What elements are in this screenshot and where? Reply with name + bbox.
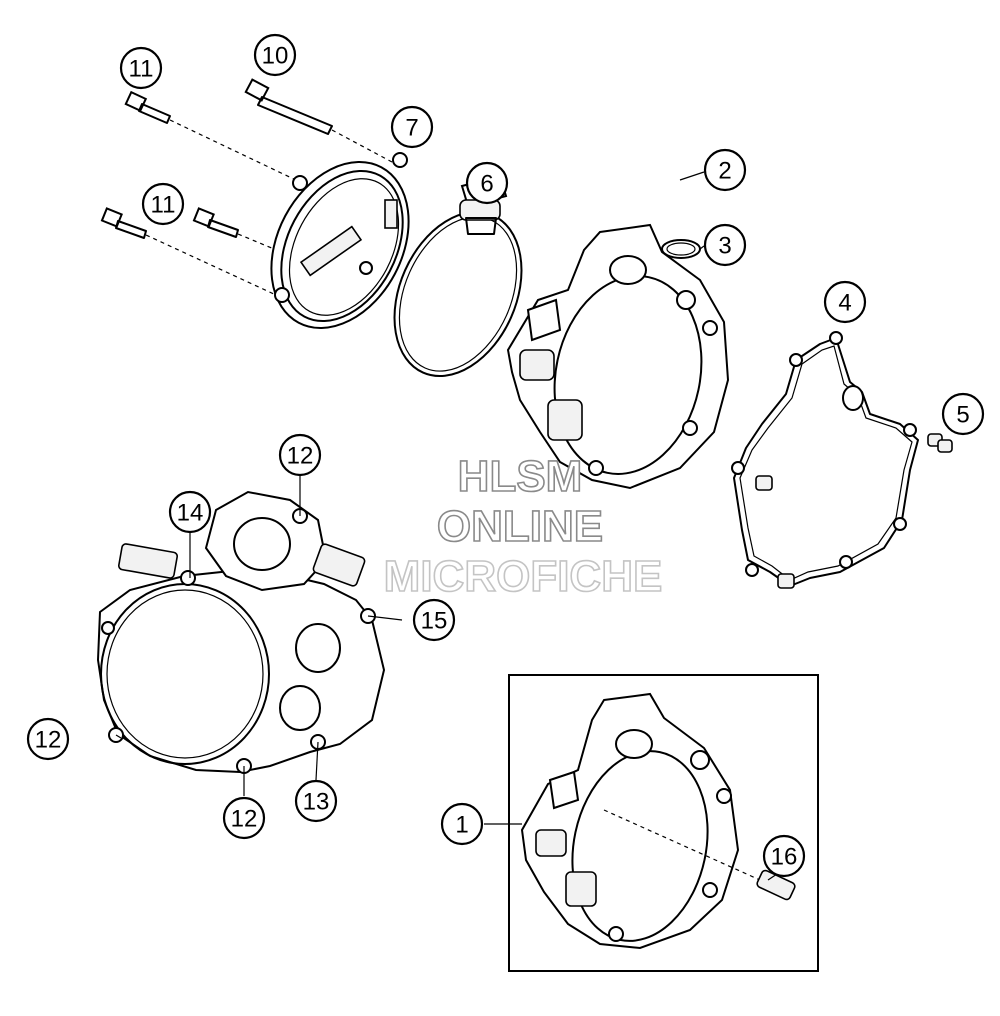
watermark-line-1: HLSM [458,452,583,501]
inner-clutch-cover [96,490,386,774]
watermark-line-2: ONLINE [437,502,603,551]
bolt-11-lower-a [100,207,277,296]
svg-text:11: 11 [129,56,154,83]
outer-cover-casting [506,223,730,490]
cover-gasket [731,331,919,589]
svg-text:14: 14 [177,500,204,527]
svg-text:12: 12 [287,443,314,470]
bolt-11-upper [124,90,301,183]
bolt-10 [244,78,393,163]
svg-text:6: 6 [480,171,493,198]
svg-text:5: 5 [956,402,969,429]
pin [756,869,796,901]
svg-text:10: 10 [262,43,289,70]
outer-cover-assembly [520,692,761,950]
callout-12-left: 12 [26,717,70,761]
callout-15: 15 [412,598,456,642]
callout-4: 4 [823,280,867,324]
callout-3: 3 [703,223,747,267]
dowel-pins [927,433,953,453]
svg-text:11: 11 [151,192,176,219]
callout-12-top: 12 [278,433,322,477]
inset-frame [508,674,819,972]
leader-lines [115,171,781,881]
callout-12-bottom: 12 [222,796,266,840]
watermark-line-3: MICROFICHE [384,552,663,601]
svg-text:16: 16 [771,844,798,871]
callout-6: 6 [465,161,509,205]
callout-16: 16 [762,834,806,878]
watermark: HLSM ONLINE MICROFICHE [383,451,663,602]
callout-7: 7 [390,105,434,149]
callout-5: 5 [941,392,985,436]
bolt-11-lower-b [192,207,275,250]
callout-2: 2 [703,148,747,192]
clutch-cover [270,152,410,329]
callout-13: 13 [294,779,338,823]
svg-text:2: 2 [718,158,731,185]
svg-text:3: 3 [718,233,731,260]
callout-10: 10 [253,33,297,77]
callout-11-lower: 11 [141,182,185,226]
svg-text:1: 1 [455,812,468,839]
svg-text:7: 7 [405,115,418,142]
svg-text:13: 13 [303,789,330,816]
svg-text:15: 15 [421,608,448,635]
callout-11-upper: 11 [119,46,163,90]
svg-text:4: 4 [838,290,851,317]
callout-1: 1 [440,802,484,846]
svg-text:12: 12 [231,806,258,833]
callout-14: 14 [168,490,212,534]
svg-text:12: 12 [35,727,62,754]
